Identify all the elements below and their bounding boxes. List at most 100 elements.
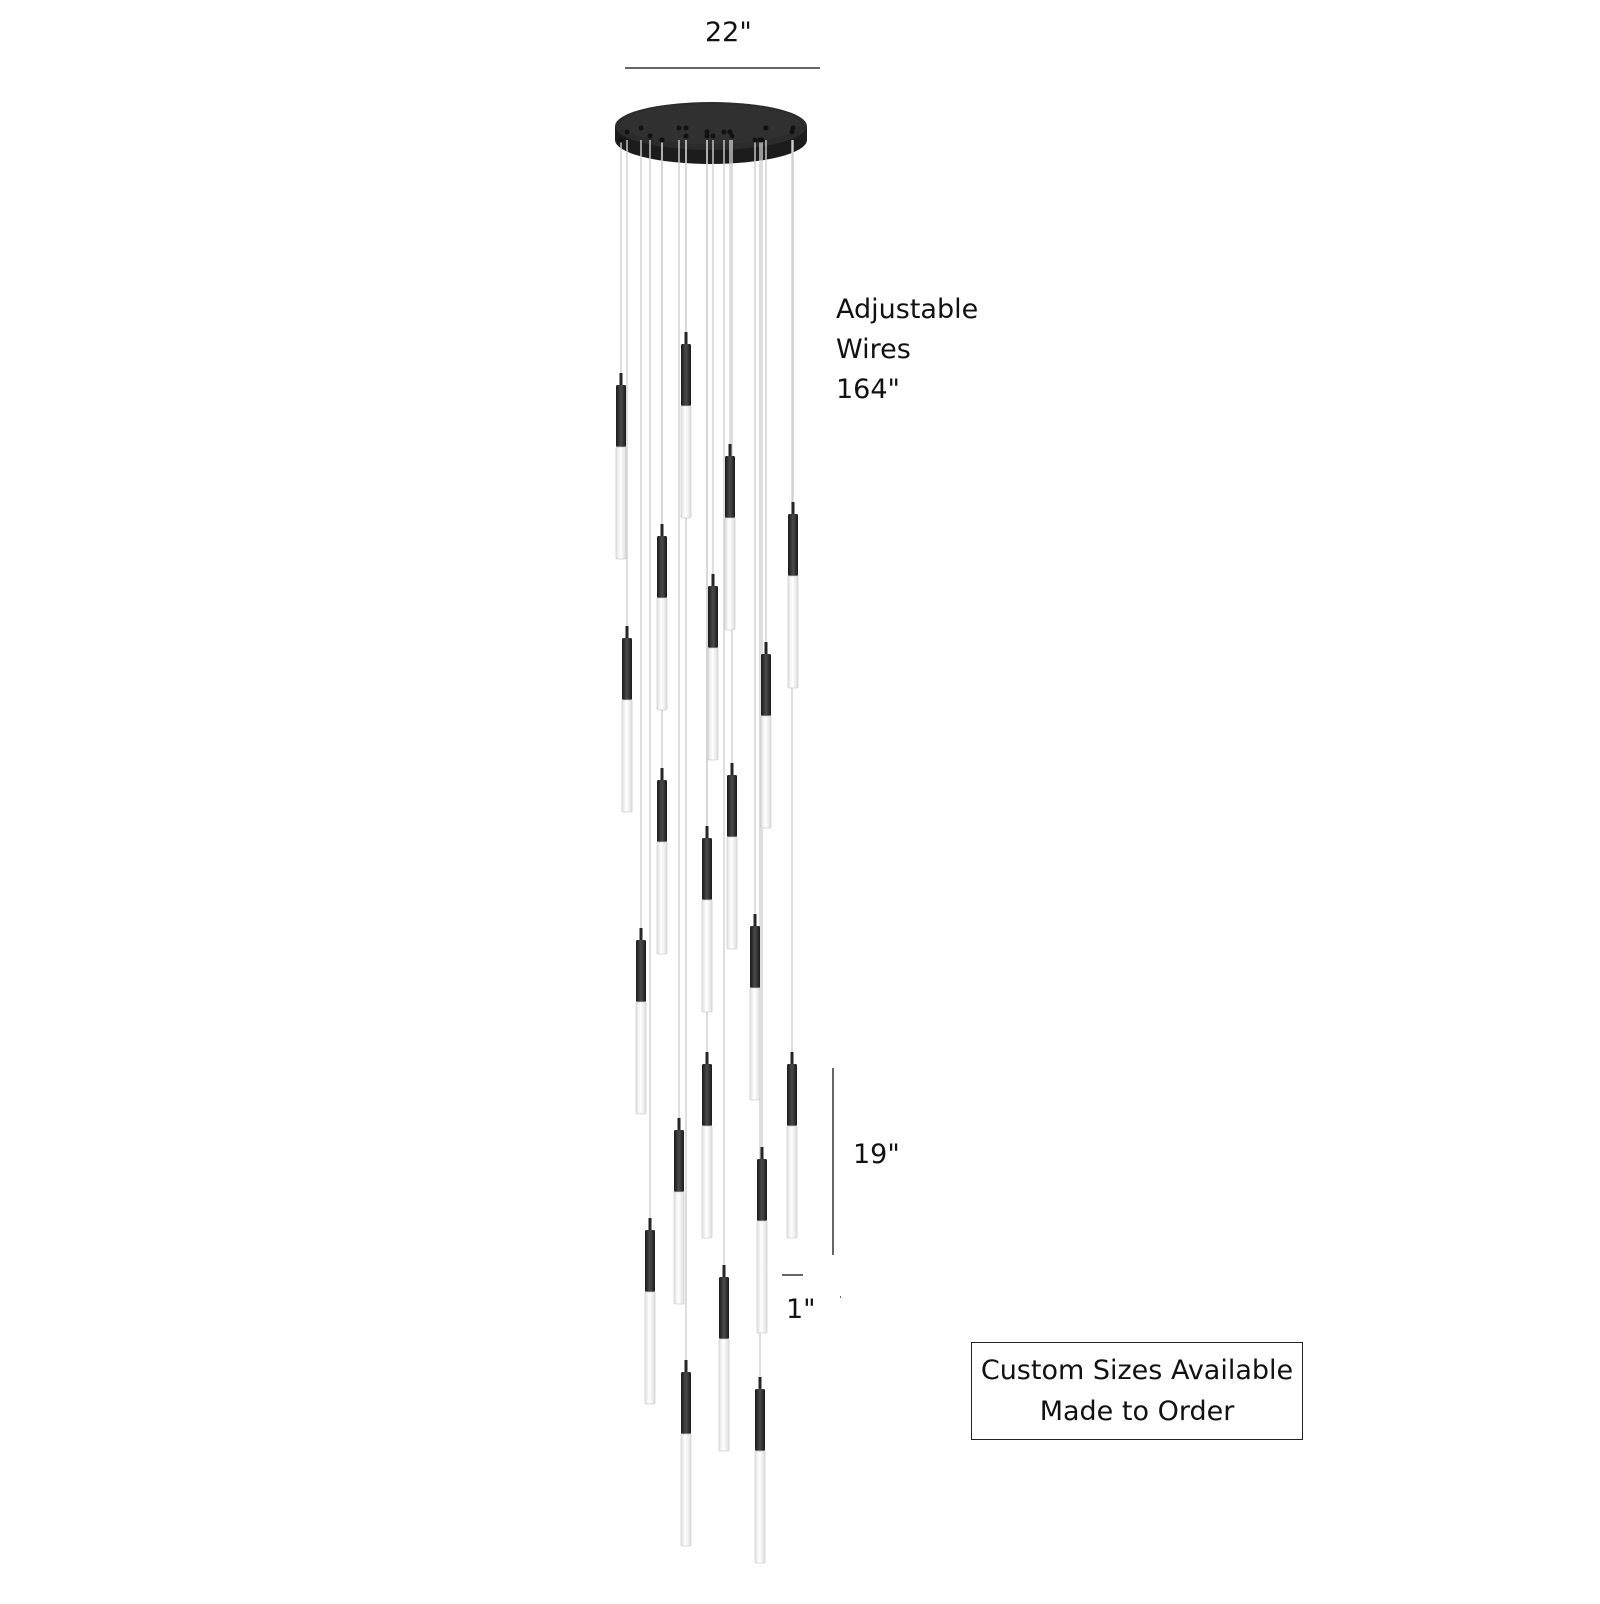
wire-port <box>790 125 796 131</box>
pendant-glass-tube <box>718 1338 730 1452</box>
wire-port <box>757 137 763 143</box>
pendant <box>786 1052 798 1239</box>
wire-port <box>789 129 795 135</box>
pendant-cap <box>677 1118 681 1131</box>
pendant-cap <box>625 626 629 639</box>
pendant-glass-tube <box>756 1220 768 1334</box>
pendant-glass-tube <box>786 1125 798 1239</box>
pendant-cap <box>639 928 643 941</box>
wire-port <box>729 133 735 139</box>
pendant-glass-tube <box>635 1001 647 1115</box>
pendant-glass-tube <box>680 1433 692 1547</box>
pendant <box>707 574 719 761</box>
pendant-metal-housing <box>616 385 626 447</box>
canopy-wire-ports <box>618 125 796 143</box>
pendant-metal-housing <box>681 1372 691 1434</box>
pendant-metal-housing <box>702 838 712 900</box>
wire-port <box>683 133 689 139</box>
canopy-width-label: 22" <box>705 17 752 48</box>
pendant-metal-housing <box>727 775 737 837</box>
custom-sizes-line: Custom Sizes Available <box>980 1355 1294 1386</box>
pendant-glass-tube <box>644 1291 656 1405</box>
pendant-metal-housing <box>674 1130 684 1192</box>
pendant-cap <box>684 1360 688 1373</box>
pendant-cap <box>722 1265 726 1278</box>
pendant-cap <box>758 1377 762 1390</box>
pendant <box>760 642 772 829</box>
pendant-cap <box>764 642 768 655</box>
pendant <box>701 1052 713 1239</box>
wire-port <box>624 129 630 135</box>
pendant-metal-housing <box>755 1389 765 1451</box>
pendant-cap <box>753 914 757 927</box>
pendant-glass-tube <box>701 1125 713 1239</box>
pendant-glass-tube <box>787 575 799 689</box>
pendant-metal-housing <box>725 456 735 518</box>
pendant-cap <box>730 763 734 776</box>
pendant <box>754 1377 766 1564</box>
pendant-glass-tube <box>726 836 738 950</box>
wire-port <box>659 137 665 143</box>
pendant <box>680 1360 692 1547</box>
pendant-cap <box>648 1218 652 1231</box>
pendant-metal-housing <box>657 780 667 842</box>
pendant-cap <box>660 768 664 781</box>
pendant-metal-housing <box>708 586 718 648</box>
wire-port <box>721 129 727 135</box>
pendant-cap <box>790 1052 794 1065</box>
pendant-metal-housing <box>636 940 646 1002</box>
pendant-cap <box>705 1052 709 1065</box>
adjustable-wires-label: Adjustable Wires 164" <box>836 290 978 410</box>
pendant-glass-tube <box>615 446 627 560</box>
pendant-cap <box>760 1147 764 1160</box>
wire-port <box>676 125 682 131</box>
pendant-metal-housing <box>681 344 691 406</box>
pendant <box>724 444 736 631</box>
pendant-glass-tube <box>680 405 692 519</box>
canopy <box>615 102 807 164</box>
wire-port <box>647 133 653 139</box>
pendant-glass-tube <box>707 647 719 761</box>
pendant-cap <box>619 373 623 386</box>
pendant-cap <box>711 574 715 587</box>
pendant <box>644 1218 656 1405</box>
wire-port <box>763 125 769 131</box>
pendant <box>680 332 692 519</box>
wire-port <box>704 133 710 139</box>
pendant <box>635 928 647 1115</box>
wire-port <box>752 137 758 143</box>
wires-label-line-1: Adjustable <box>836 294 979 325</box>
pendant <box>726 763 738 950</box>
wire-port <box>710 133 716 139</box>
pendant-metal-housing <box>757 1159 767 1221</box>
pendant-metal-housing <box>750 926 760 988</box>
wires-label-line-3: 164" <box>836 374 900 405</box>
pendant-glass-tube <box>701 899 713 1013</box>
pendant-glass-tube <box>749 987 761 1101</box>
wire-port <box>638 125 644 131</box>
pendant <box>701 826 713 1013</box>
wire-port <box>618 137 624 143</box>
pendant <box>673 1118 685 1305</box>
pendant-metal-housing <box>787 1064 797 1126</box>
pendant-cap <box>684 332 688 345</box>
pendant-cap <box>791 502 795 515</box>
pendant <box>756 1147 768 1334</box>
pendants <box>615 332 799 1564</box>
pendant <box>621 626 633 813</box>
pendant <box>787 502 799 689</box>
pendant-glass-tube <box>754 1450 766 1564</box>
pendant-cap <box>705 826 709 839</box>
wire-port <box>727 129 733 135</box>
pendant-glass-tube <box>673 1191 685 1305</box>
custom-sizes-note: Custom Sizes Available Made to Order <box>971 1342 1303 1440</box>
pendant <box>749 914 761 1101</box>
pendant-gap-label: 1" <box>786 1294 816 1325</box>
pendant-glass-tube <box>656 597 668 711</box>
pendant-glass-tube <box>760 715 772 829</box>
pendant-metal-housing <box>761 654 771 716</box>
pendant-glass-tube <box>656 841 668 955</box>
wire-port <box>704 129 710 135</box>
wire-port <box>683 125 689 131</box>
